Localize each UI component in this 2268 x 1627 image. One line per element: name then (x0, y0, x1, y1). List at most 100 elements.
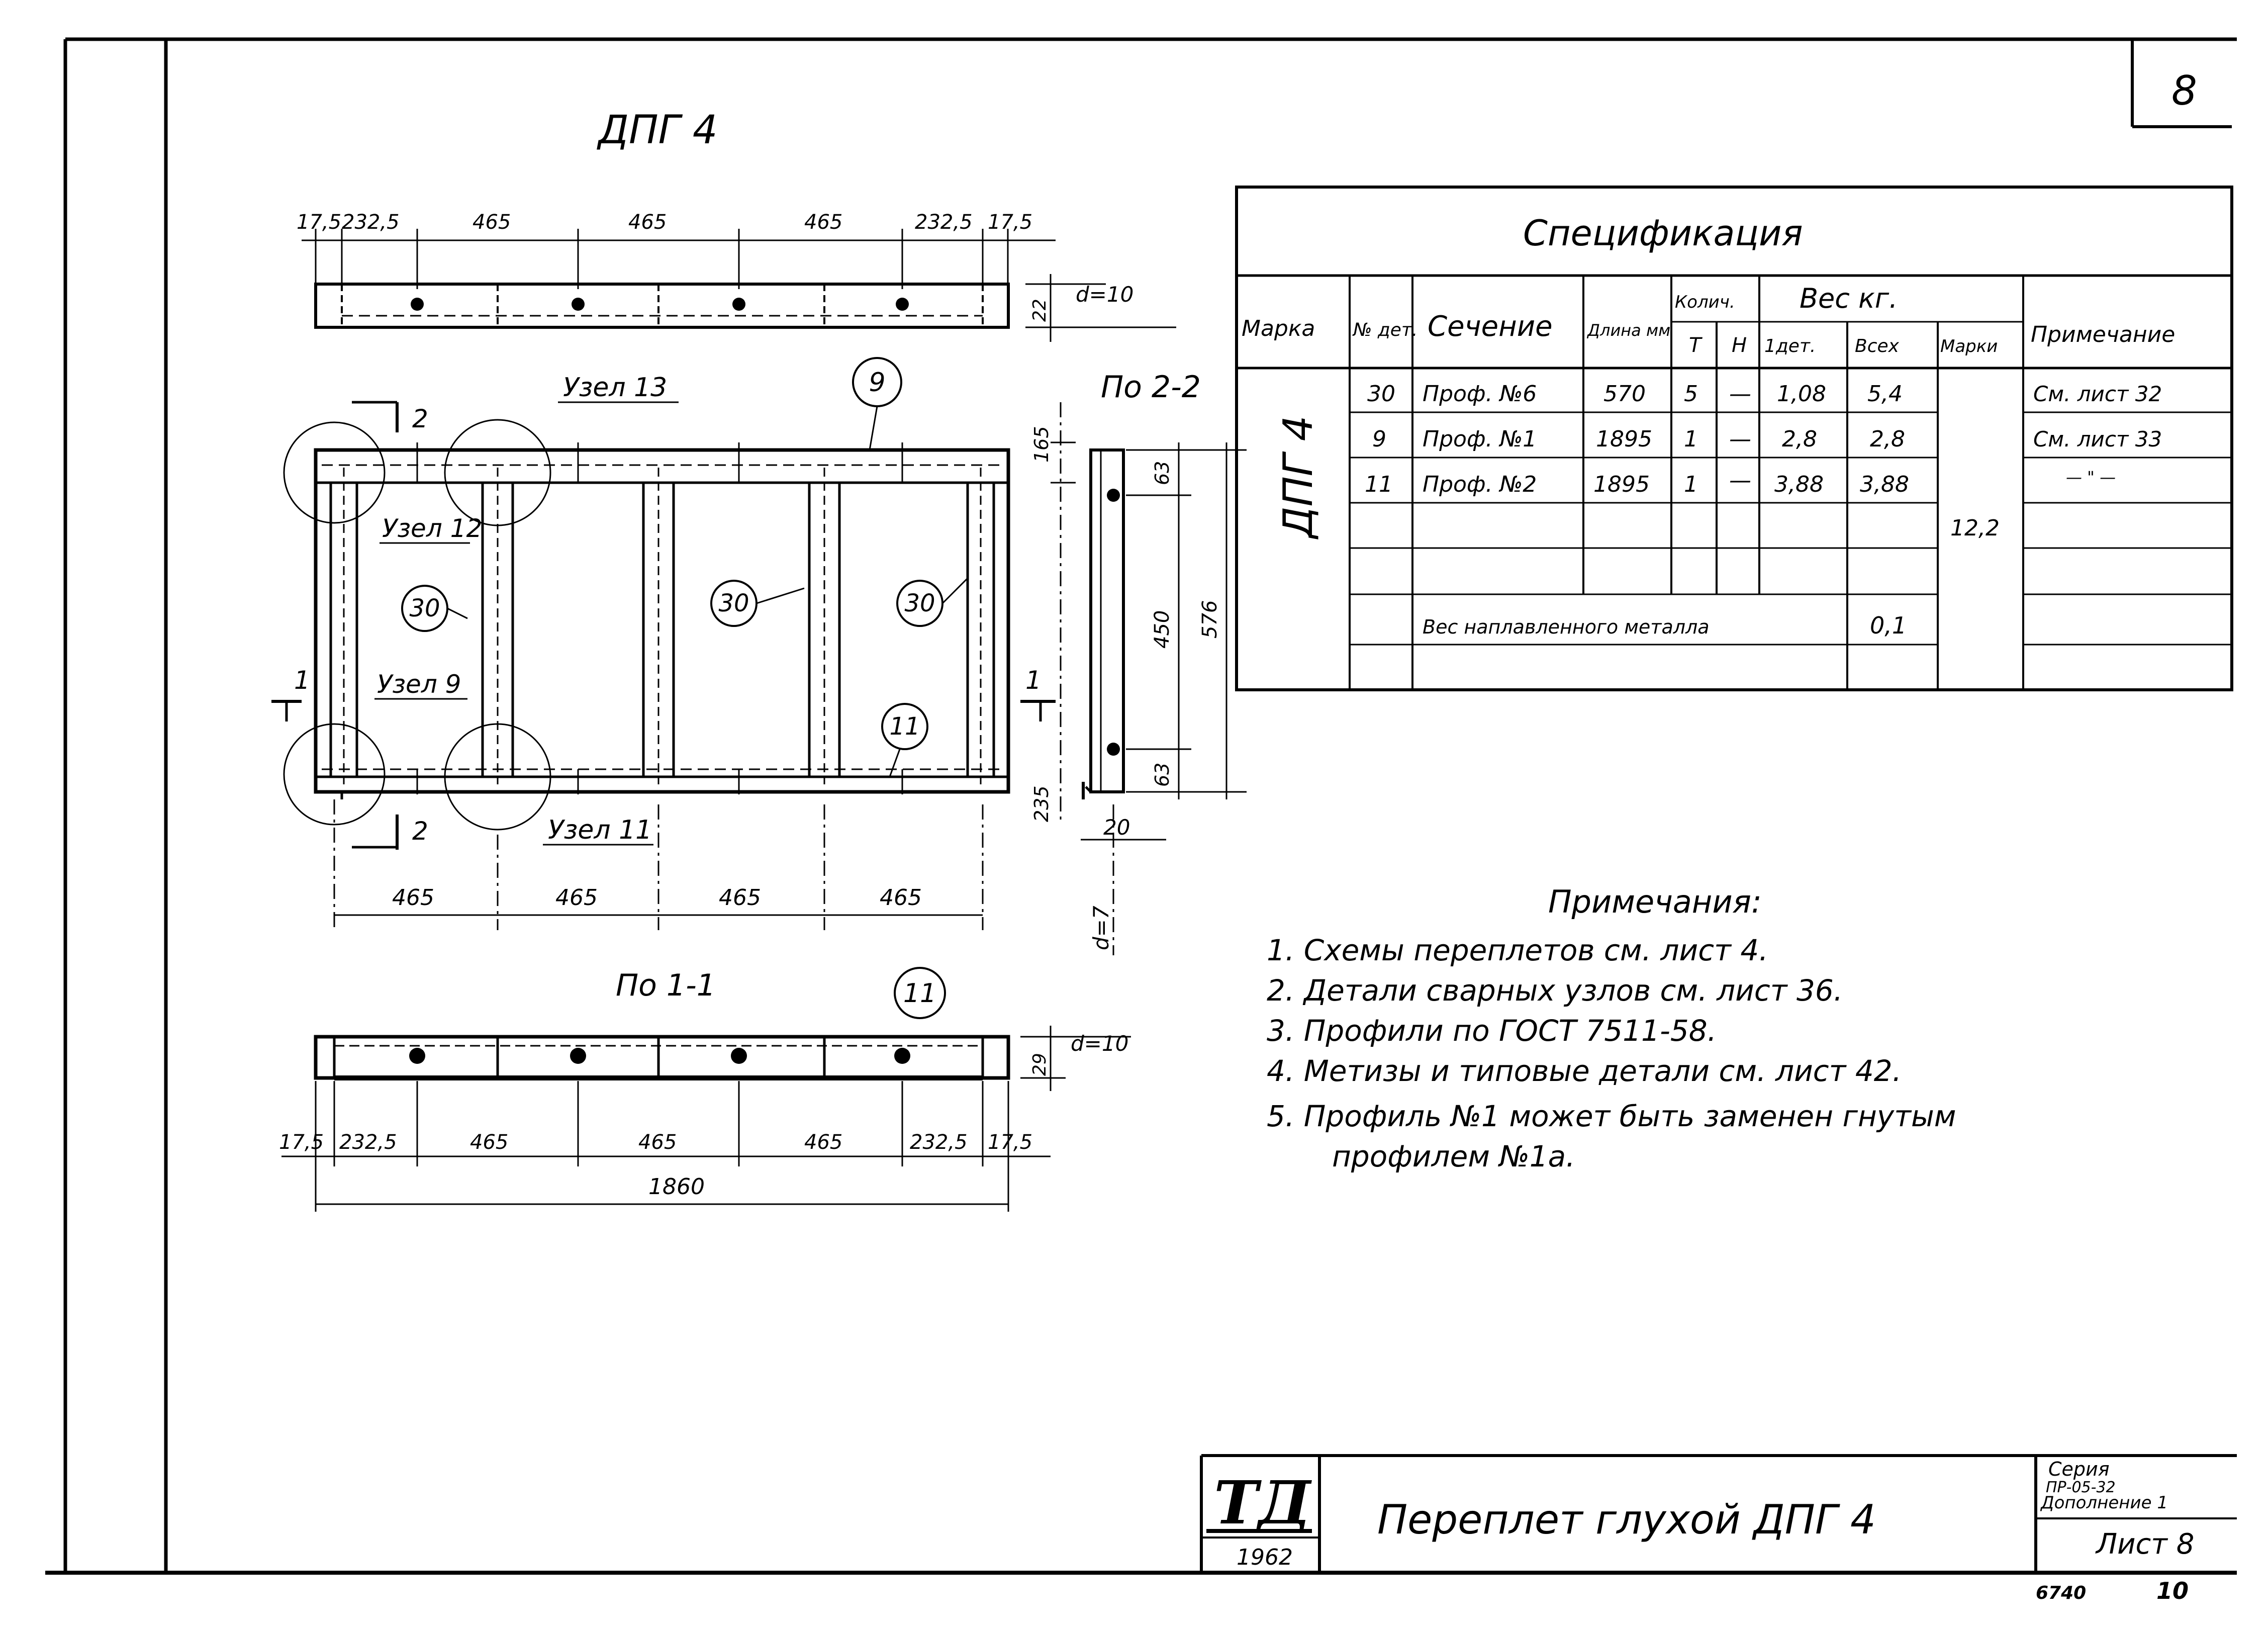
node-label-11: Узел 11 (548, 815, 652, 845)
svg-text:30: 30 (409, 594, 440, 622)
side-dim-165: 165 (1030, 426, 1053, 463)
svg-text:11: 11 (889, 712, 920, 741)
title-block: ТД 1962 Переплет глухой ДПГ 4 Серия ПР-0… (1200, 1454, 2237, 1604)
cut-mark-2-top: 2 (352, 401, 428, 433)
sheet-number: 8 (2171, 67, 2197, 114)
side-dim-63-bottom: 63 (1151, 763, 1173, 787)
side-dim-576: 576 (1198, 600, 1221, 639)
bottom-thickness: d=10 (1071, 1031, 1128, 1056)
bottom-dim-5: 465 (804, 1131, 842, 1154)
front-bottom-dims (333, 799, 984, 930)
front-dim-3: 465 (719, 885, 761, 911)
top-dim-7: 17,5 (988, 211, 1032, 234)
front-dim-1: 465 (392, 885, 434, 911)
bottom-bolt-2 (570, 1048, 586, 1064)
svg-text:— " —: — " — (2066, 468, 2116, 487)
node-circle-11 (444, 723, 551, 831)
hdr-t: Т (1689, 334, 1703, 357)
callout-30-middle: 30 (710, 580, 805, 627)
svg-text:2: 2 (412, 404, 428, 433)
section-label-2-2: По 2-2 (1101, 370, 1201, 405)
svg-text:1895: 1895 (1596, 426, 1652, 452)
hdr-marka: Марка (1242, 316, 1315, 341)
bottom-dim-3: 465 (470, 1131, 508, 1154)
hdr-no-det: № дет. (1352, 320, 1418, 340)
callout-11-bottom-text: 11 (903, 978, 936, 1009)
callout-11-front: 11 (881, 703, 928, 777)
sheet-frame (45, 37, 2237, 1575)
svg-text:1: 1 (294, 666, 310, 695)
spec-mark-weight: 12,2 (1950, 515, 2000, 541)
spec-row-lines (1350, 411, 2232, 646)
bottom-dim-1: 17,5 (279, 1131, 324, 1154)
svg-text:Проф. №1: Проф. №1 (1423, 426, 1537, 452)
side-bolt-bottom (1107, 743, 1120, 756)
spec-col-lines (1349, 276, 2024, 690)
top-dim-1: 17,5 (297, 211, 341, 234)
node-label-9: Узел 9 (377, 670, 461, 699)
top-bar (314, 283, 1010, 329)
front-dim-4: 465 (880, 885, 922, 911)
cut-mark-1-left: 1 (271, 666, 310, 721)
top-dim-3: 465 (472, 211, 511, 234)
spec-row-2: 9 Проф. №1 1895 1 — 2,8 2,8 См. лист 33 (1372, 426, 2162, 452)
bottom-view-dim-ticks (281, 1081, 1051, 1212)
top-height: 22 (1029, 299, 1050, 322)
svg-text:1: 1 (1025, 666, 1042, 695)
front-dim-2: 465 (555, 885, 598, 911)
svg-text:9: 9 (869, 368, 885, 398)
bottom-dim-2: 232,5 (339, 1131, 397, 1154)
bottom-bar-dividers (333, 1037, 984, 1078)
spec-title: Спецификация (1523, 213, 1803, 254)
bottom-total: 1860 (648, 1174, 705, 1200)
top-thickness: d=10 (1076, 282, 1133, 307)
side-dim-235: 235 (1030, 785, 1053, 822)
spec-row-1: 30 Проф. №6 570 5 — 1,08 5,4 См. лист 32 (1367, 381, 2162, 407)
hdr-primech: Примечание (2031, 322, 2175, 347)
node-label-12: Узел 12 (382, 514, 482, 543)
spec-weld-value: 0,1 (1870, 612, 1907, 639)
cut-mark-2-bottom: 2 (352, 815, 428, 850)
section-label-1-1: По 1-1 (616, 968, 716, 1003)
svg-text:—: — (1729, 468, 1751, 493)
svg-text:См. лист 32: См. лист 32 (2033, 382, 2162, 406)
note-3: 3. Профили по ГОСТ 7511-58. (1267, 1014, 1717, 1048)
note-1: 1. Схемы переплетов см. лист 4. (1267, 933, 1768, 967)
bottom-height: 29 (1029, 1053, 1050, 1076)
top-bolt-3 (732, 298, 745, 311)
hdr-n: Н (1732, 334, 1747, 357)
callout-9: 9 (852, 357, 902, 450)
top-bar-dividers (341, 284, 984, 327)
svg-text:Проф. №6: Проф. №6 (1423, 381, 1537, 407)
series-3: Дополнение 1 (2040, 1493, 2168, 1513)
bottom-bolt-3 (731, 1048, 747, 1064)
svg-text:3,88: 3,88 (1774, 472, 1824, 497)
svg-text:2,8: 2,8 (1782, 426, 1817, 452)
note-5-cont: профилем №1а. (1332, 1139, 1575, 1173)
svg-text:11: 11 (1365, 472, 1393, 497)
note-5: 5. Профиль №1 может быть заменен гнутым (1267, 1099, 1956, 1133)
node-circle-13 (444, 419, 551, 526)
side-dim-450: 450 (1151, 610, 1174, 649)
svg-text:—: — (1729, 426, 1751, 452)
svg-text:30: 30 (718, 589, 749, 617)
hdr-sechenie: Сечение (1428, 310, 1553, 343)
hdr-odet: 1дет. (1764, 336, 1816, 356)
bottom-dim-6: 232,5 (910, 1131, 968, 1154)
svg-text:3,88: 3,88 (1860, 472, 1909, 497)
side-bolt-top (1107, 489, 1120, 502)
frame-dashed-edges (322, 464, 1003, 784)
bottom-bolt-1 (409, 1048, 425, 1064)
top-dim-5: 465 (804, 211, 842, 234)
drawing-title: ДПГ 4 (597, 108, 717, 153)
side-profile (1089, 448, 1125, 793)
note-2: 2. Детали сварных узлов см. лист 36. (1267, 973, 1843, 1008)
side-view: По 2-2 63 450 576 63 165 235 20 d=7 (1030, 370, 1247, 955)
top-dim-2: 232,5 (342, 211, 400, 234)
specification-table: Спецификация Марка № дет. Сечение Длина … (1235, 186, 2233, 691)
title-text: Переплет глухой ДПГ 4 (1377, 1496, 1876, 1543)
bottom-dim-7: 17,5 (988, 1131, 1032, 1154)
svg-text:5: 5 (1684, 381, 1698, 407)
